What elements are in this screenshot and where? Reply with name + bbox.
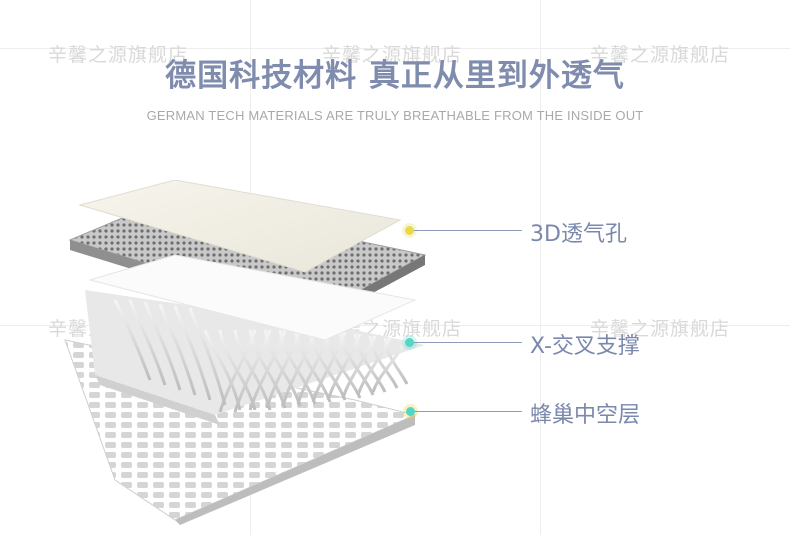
watermark-grid-line: [0, 325, 790, 326]
page-title: 德国科技材料 真正从里到外透气: [165, 58, 625, 94]
watermark-grid-line: [540, 0, 541, 535]
watermark-text: 辛馨之源旗舰店: [590, 44, 731, 66]
callout-dot: [405, 226, 414, 235]
watermark-grid-line: [0, 48, 790, 49]
layer-label-3d-holes: 3D透气孔: [530, 222, 627, 247]
callout-dot: [405, 338, 414, 347]
page-subtitle: GERMAN TECH MATERIALS ARE TRULY BREATHAB…: [146, 108, 644, 123]
callout-pointer-line: [415, 411, 522, 412]
material-layers-illustration: [64, 180, 427, 525]
watermark-text: 辛馨之源旗舰店: [590, 318, 731, 340]
white-mid-layer: [88, 254, 417, 341]
layer-label-honeycomb: 蜂巢中空层: [530, 403, 641, 428]
x-support-layer: [85, 290, 425, 425]
callout-pointer-line: [414, 230, 522, 231]
callout-pointer-line: [414, 342, 522, 343]
watermark-text: 辛馨之源旗舰店: [48, 44, 189, 66]
layer-label-x-support: X-交叉支撑: [530, 334, 640, 359]
watermark-text: 辛馨之源旗舰店: [322, 44, 463, 66]
callout-dot: [406, 407, 415, 416]
top-cover-sheet: [78, 180, 402, 273]
